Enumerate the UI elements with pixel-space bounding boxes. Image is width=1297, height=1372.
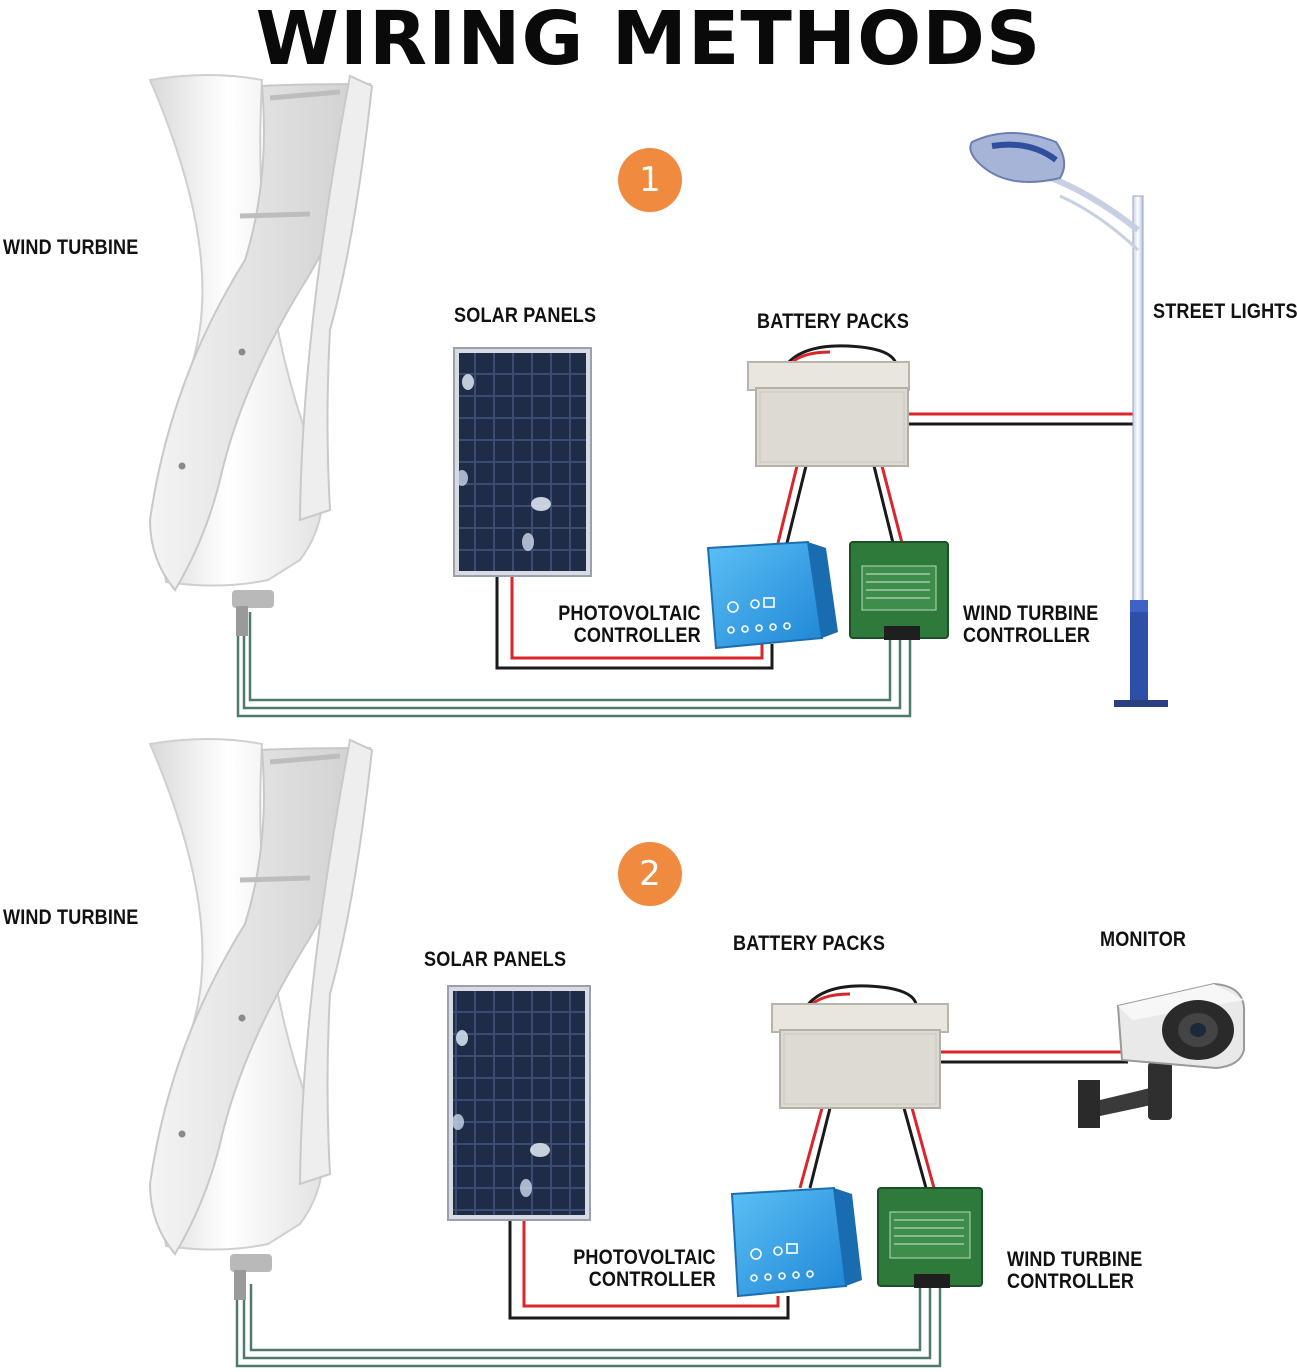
solar-panels-label-2: SOLAR PANELS	[424, 948, 567, 971]
solar-wire-negative-2	[508, 1220, 790, 1320]
wt-controller-label-1b: CONTROLLER	[963, 624, 1091, 647]
monitor-label: MONITOR	[1100, 928, 1187, 951]
wind-turbine-label-2: WIND TURBINE	[3, 906, 139, 929]
wind-turbine-2	[148, 738, 374, 1300]
pv-controller-2	[730, 1186, 862, 1298]
battery-packs-label-1: BATTERY PACKS	[757, 310, 910, 333]
solar-wire-positive-2	[522, 1220, 780, 1308]
battery-wt-wire-2b	[910, 1107, 936, 1189]
ac-wires-2	[235, 1284, 942, 1368]
battery-pv-wire-2b	[808, 1107, 832, 1189]
diagram-2	[148, 738, 1246, 1368]
pv-controller-label-2a: PHOTOVOLTAIC	[573, 1246, 716, 1269]
pv-controller-label-1b: CONTROLLER	[573, 624, 701, 647]
solar-wire-positive-1	[510, 576, 764, 660]
pv-controller-1	[706, 540, 838, 650]
pv-controller-label-1a: PHOTOVOLTAIC	[558, 602, 701, 625]
wt-controller-label-2a: WIND TURBINE	[1007, 1248, 1143, 1271]
solar-wire-negative-1	[495, 576, 774, 670]
battery-packs-label-2: BATTERY PACKS	[733, 932, 886, 955]
battery-wt-wire-2	[902, 1107, 928, 1189]
wind-turbine-1	[148, 74, 374, 636]
wt-controller-label-1a: WIND TURBINE	[963, 602, 1099, 625]
battery-pv-wire-1b	[785, 465, 808, 544]
step-badge-1: 1	[618, 148, 682, 212]
pv-controller-label-2b: CONTROLLER	[588, 1268, 716, 1291]
battery-pack-1	[747, 344, 910, 467]
step-badge-2: 2	[618, 842, 682, 906]
diagram-1	[148, 74, 1168, 718]
wind-turbine-label-1: WIND TURBINE	[3, 236, 139, 259]
street-lights-label: STREET LIGHTS	[1153, 300, 1297, 323]
solar-panels-label-1: SOLAR PANELS	[454, 304, 597, 327]
wt-controller-1	[849, 541, 949, 640]
battery-wt-wire-1	[872, 465, 895, 544]
solar-panel-2	[447, 985, 591, 1221]
battery-pack-2	[771, 984, 949, 1109]
wt-controller-2	[877, 1187, 983, 1288]
ac-wires-1	[236, 612, 912, 718]
wt-controller-label-2b: CONTROLLER	[1007, 1270, 1135, 1293]
battery-wt-wire-1b	[880, 465, 904, 544]
battery-pv-wire-2	[798, 1107, 824, 1189]
battery-pv-wire-1	[776, 465, 799, 544]
street-light	[969, 132, 1168, 707]
solar-panel-1	[453, 347, 592, 577]
page-title: WIRING METHODS	[255, 0, 1042, 82]
security-camera	[1078, 982, 1246, 1128]
